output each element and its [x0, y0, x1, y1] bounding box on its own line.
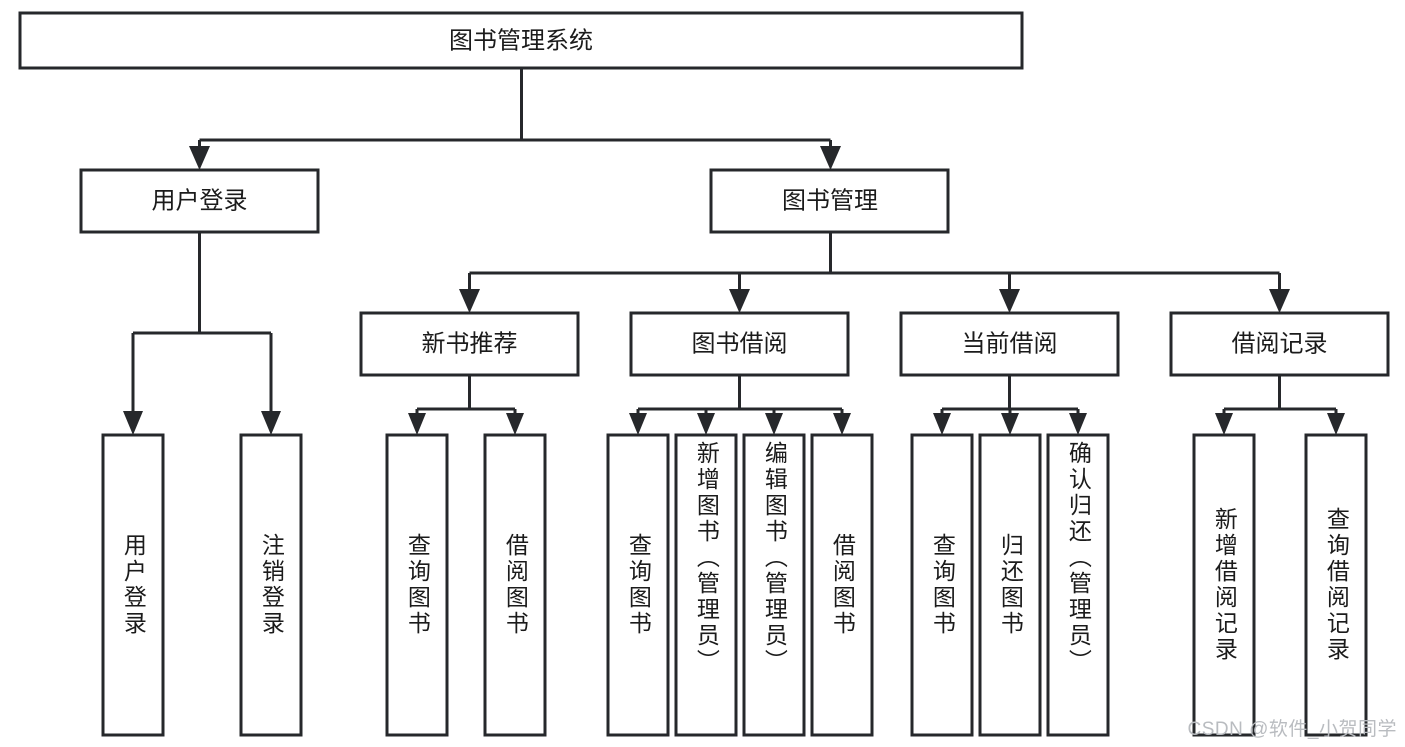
leaf-return-book-box[interactable]: [978, 433, 1042, 737]
edges-layer: [123, 68, 1345, 435]
node-book-manage-label: 图书管理: [782, 187, 878, 214]
node-book-borrow-box[interactable]: [629, 311, 850, 377]
node-root-box[interactable]: [18, 11, 1024, 70]
arrow-user-login-leaf-2: [261, 411, 281, 435]
csdn-watermark: CSDN @软件_小贺同学: [1187, 719, 1397, 740]
arrow-bm-new-book: [459, 289, 480, 313]
arrow-bookborrow-leaf-1: [629, 413, 647, 435]
arrow-bm-borrow-record: [1269, 289, 1290, 313]
node-book-borrow[interactable]: 图书借阅: [629, 311, 850, 377]
leaf-add-book-box[interactable]: [674, 433, 738, 737]
leaf-query-book-2-box[interactable]: [606, 433, 670, 737]
leaf-query-book-1-box[interactable]: [385, 433, 449, 737]
leaf-borrow-book-1-box[interactable]: [483, 433, 547, 737]
arrow-bookborrow-leaf-3: [765, 413, 783, 435]
node-new-book-rec-label: 新书推荐: [422, 330, 518, 357]
leaf-edit-book-box[interactable]: [742, 433, 806, 737]
node-borrow-record[interactable]: 借阅记录: [1169, 311, 1390, 377]
node-root[interactable]: 图书管理系统: [18, 11, 1024, 70]
node-current-borrow-box[interactable]: [899, 311, 1120, 377]
arrow-root-to-book-manage: [820, 146, 841, 170]
arrow-currentborrow-leaf-2: [1001, 413, 1019, 435]
node-book-manage[interactable]: 图书管理: [709, 168, 950, 234]
arrow-bookborrow-leaf-2: [697, 413, 715, 435]
leaf-confirm-return-box[interactable]: [1046, 433, 1110, 737]
node-user-login-box[interactable]: [79, 168, 320, 234]
node-current-borrow[interactable]: 当前借阅: [899, 311, 1120, 377]
node-root-label: 图书管理系统: [449, 27, 593, 54]
arrow-borrowrecord-leaf-2: [1327, 413, 1345, 435]
node-new-book-rec[interactable]: 新书推荐: [359, 311, 580, 377]
arrow-root-to-user-login: [189, 146, 210, 170]
node-user-login[interactable]: 用户登录: [79, 168, 320, 234]
node-book-manage-box[interactable]: [709, 168, 950, 234]
arrow-newbook-leaf-1: [408, 413, 426, 435]
arrow-bookborrow-leaf-4: [833, 413, 851, 435]
node-borrow-record-box[interactable]: [1169, 311, 1390, 377]
arrow-newbook-leaf-2: [506, 413, 524, 435]
leaf-query-book-3-box[interactable]: [910, 433, 974, 737]
arrow-bm-book-borrow: [729, 289, 750, 313]
arrow-user-login-leaf-1: [123, 411, 143, 435]
node-borrow-record-label: 借阅记录: [1232, 330, 1328, 357]
leaf-user-logout-box[interactable]: [239, 433, 303, 737]
arrow-currentborrow-leaf-3: [1069, 413, 1087, 435]
arrow-currentborrow-leaf-1: [933, 413, 951, 435]
nodes-layer: 图书管理系统 用户登录 图书管理 新书推荐 图书借阅: [18, 11, 1390, 737]
leaf-borrow-book-2-box[interactable]: [810, 433, 874, 737]
arrow-bm-current-borrow: [999, 289, 1020, 313]
leaf-query-record-box[interactable]: [1304, 433, 1368, 737]
arrow-borrowrecord-leaf-1: [1215, 413, 1233, 435]
node-current-borrow-label: 当前借阅: [962, 330, 1058, 357]
node-book-borrow-label: 图书借阅: [692, 330, 788, 357]
leaf-add-record-box[interactable]: [1192, 433, 1256, 737]
node-user-login-label: 用户登录: [152, 187, 248, 214]
node-new-book-rec-box[interactable]: [359, 311, 580, 377]
leaf-user-login-box[interactable]: [101, 433, 165, 737]
